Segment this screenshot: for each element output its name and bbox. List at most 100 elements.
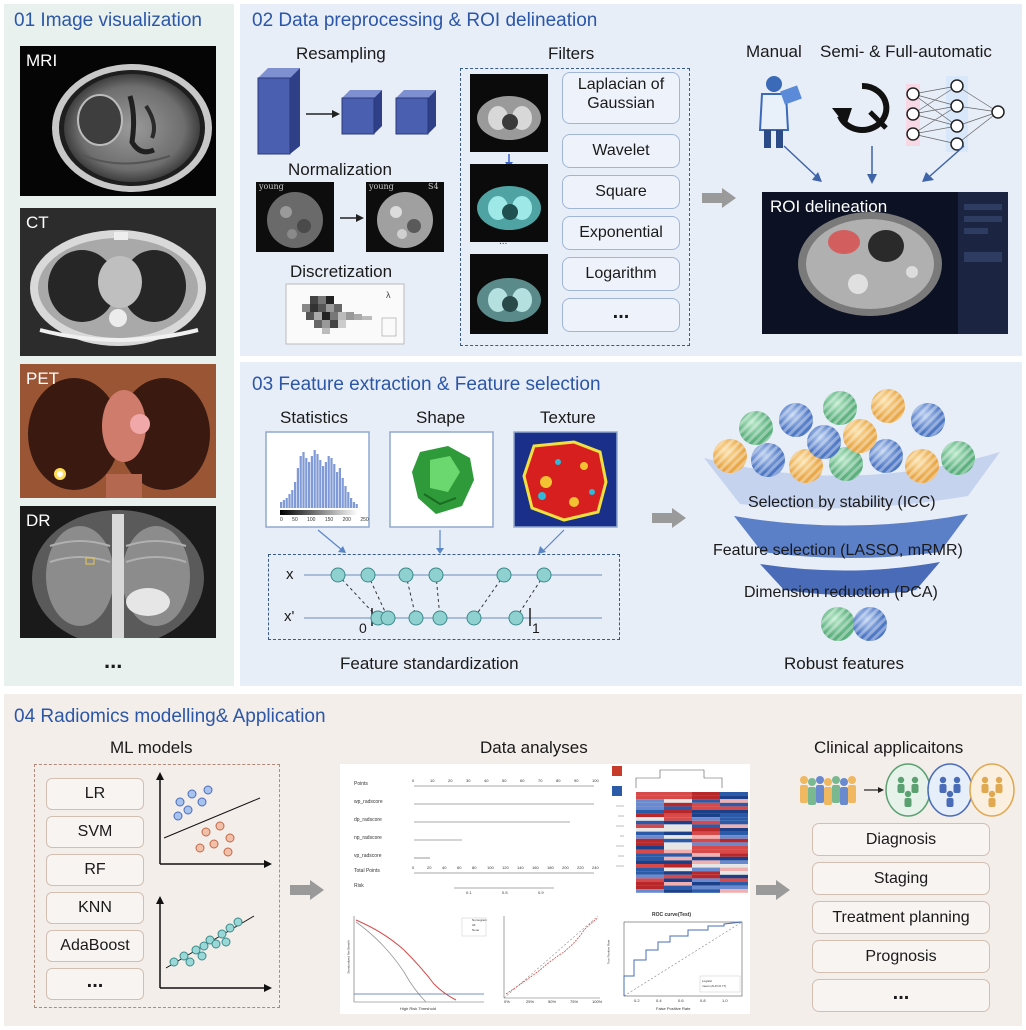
roc-legend-1: mean (AUC=0.77) — [702, 984, 727, 988]
data-analyses-title: Data analyses — [480, 738, 588, 757]
heatmap-cell — [664, 860, 692, 864]
person-body — [800, 785, 808, 803]
heatmap-cell — [692, 824, 720, 828]
heatmap-cell — [636, 856, 664, 861]
heatmap-cell — [720, 867, 748, 872]
tick-label: 90 — [574, 778, 579, 783]
filter-wavelet: Wavelet — [562, 134, 680, 168]
tick-label: 100 — [487, 865, 494, 870]
heatmap-cell — [720, 864, 748, 868]
group-person-body — [911, 784, 919, 793]
person-head — [816, 776, 824, 784]
roc-ylabel: True Positive Rate — [606, 939, 611, 965]
tick-label: 50 — [502, 778, 507, 783]
heatmap-cell — [692, 846, 720, 850]
tick-label: 0.1 — [466, 890, 472, 895]
nomo-row-np: np_radscore — [354, 835, 382, 841]
preprocess-arrow-icon — [702, 188, 736, 208]
heatmap-cell — [720, 871, 748, 875]
nomogram-graphic — [414, 785, 594, 889]
histogram-bar — [305, 458, 308, 508]
heatmap-cell — [636, 835, 664, 839]
texture-graphic — [513, 431, 618, 528]
stability-label: Selection by stability (ICC) — [748, 494, 936, 511]
heatmap-cell — [692, 871, 720, 875]
filters-title: Filters — [548, 44, 595, 63]
modelling-arrow-icon — [290, 880, 324, 900]
heatmap-cell — [664, 889, 692, 893]
heatmap-cell — [636, 846, 664, 850]
texture-label: Texture — [540, 408, 596, 427]
heatmap-cell — [720, 824, 748, 828]
tick-label: 240 — [592, 865, 599, 870]
heatmap-cell — [720, 817, 748, 821]
tick-label: 60 — [520, 778, 525, 783]
heatmap-cell — [664, 810, 692, 814]
histogram-ticks: 0 50 100 150 200 250 — [280, 517, 369, 523]
heatmap-cell — [692, 885, 720, 890]
histogram-bar — [355, 504, 358, 508]
analyses-arrow-icon — [756, 880, 790, 900]
dca-ylabel: Standardized Net Benefit — [346, 940, 351, 974]
heatmap-cell — [720, 802, 748, 807]
filter-thumbnail-dots: ... — [499, 236, 508, 247]
heatmap-cell — [636, 889, 664, 893]
tick-label: 1.0 — [722, 998, 728, 1003]
heatmap-cell — [692, 835, 720, 839]
shape-graphic — [389, 431, 494, 528]
heatmap-cell — [720, 842, 748, 846]
model-adaboost: AdaBoost — [46, 930, 144, 962]
filter-thumbnails-graphic — [470, 74, 548, 334]
dca-legend-1: All — [472, 923, 476, 927]
group-person-body — [897, 784, 905, 793]
ct-chest-graphic — [30, 230, 206, 346]
filter-square: Square — [562, 175, 680, 209]
roc-xlabel: False Positive Rate — [656, 1006, 691, 1011]
histogram-bar — [336, 472, 339, 508]
group-person-head — [988, 790, 996, 798]
person-head — [808, 778, 816, 786]
heatmap-cell — [636, 799, 664, 803]
heatmap-cell — [720, 878, 748, 882]
heatmap-cell — [692, 860, 720, 864]
heatmap-cell — [692, 849, 720, 854]
heatmap-cell — [692, 795, 720, 800]
heatmap-cell — [636, 820, 664, 825]
histogram-bar — [330, 458, 333, 508]
heatmap-cell — [720, 806, 748, 810]
feature-selection-funnel-graphic — [704, 389, 1000, 641]
pet-image: PET — [20, 364, 216, 498]
feature-sphere-stripes — [789, 449, 823, 483]
person-body — [832, 785, 840, 803]
tick-label: 50% — [548, 999, 557, 1004]
tick-label: 200 — [562, 865, 569, 870]
feature-sphere-stripes — [713, 439, 747, 473]
group-person-body — [981, 784, 989, 793]
heatmap-cell — [720, 792, 748, 796]
heatmap-cell — [692, 810, 720, 814]
histogram-bar — [310, 456, 313, 508]
tick-label: 80 — [556, 778, 561, 783]
heatmap-cell — [636, 831, 664, 836]
tick-label: 40 — [442, 865, 447, 870]
nomo-row-total: Total Points — [354, 868, 380, 874]
panel2-title: 02 Data preprocessing & ROI delineation — [252, 10, 598, 31]
model-knn: KNN — [46, 892, 144, 924]
tick-label: 60 — [457, 865, 462, 870]
tick-label: 0.9 — [538, 890, 544, 895]
hist-tick-5: 250 — [360, 517, 369, 523]
extraction-arrow-icon — [652, 508, 686, 528]
heatmap-cell — [720, 810, 748, 814]
heatmap-cell — [664, 802, 692, 807]
histogram-bar — [294, 482, 297, 508]
heatmap-cell — [664, 813, 692, 818]
group-person-body — [939, 784, 947, 793]
hist-tick-3: 150 — [324, 517, 334, 523]
heatmap-cell — [692, 813, 720, 818]
heatmap-cell — [664, 882, 692, 886]
tick-label: 25% — [526, 999, 535, 1004]
tick-label: 220 — [577, 865, 584, 870]
automatic-cycle-icon — [832, 82, 890, 133]
person-body — [824, 787, 832, 805]
heatmap-cell — [720, 856, 748, 861]
